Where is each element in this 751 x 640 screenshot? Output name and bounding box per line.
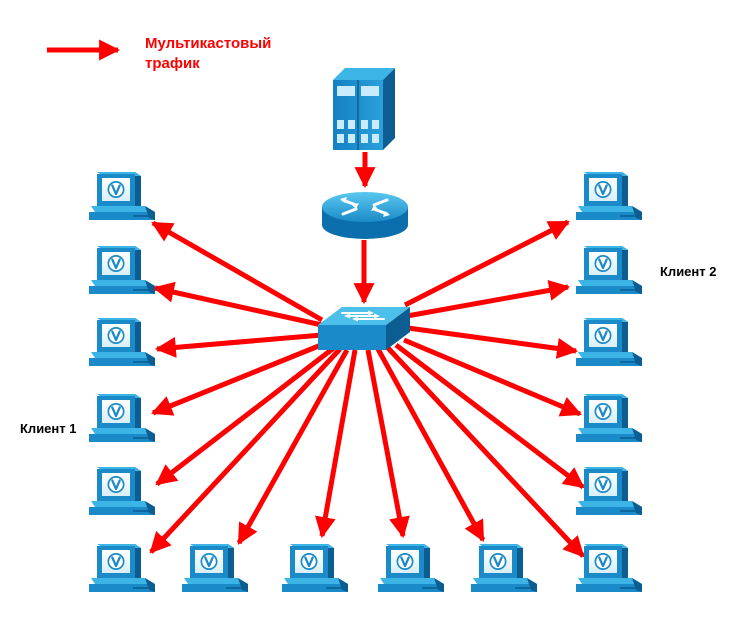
workstation-icon	[574, 465, 644, 517]
workstation-icon	[180, 542, 250, 594]
workstation-icon	[574, 170, 644, 222]
workstation-icon	[574, 392, 644, 444]
workstation-icon	[87, 542, 157, 594]
workstation-icon	[376, 542, 446, 594]
client-2-label: Клиент 2	[660, 264, 717, 279]
workstation-icon	[280, 542, 350, 594]
legend-label-line2: трафик	[145, 55, 200, 72]
workstation-icon	[469, 542, 539, 594]
server-icon	[333, 68, 395, 150]
workstation-icon	[574, 244, 644, 296]
workstation-icon	[87, 316, 157, 368]
multicast-arrows	[149, 219, 585, 558]
switch-icon	[318, 307, 410, 350]
workstation-icon	[87, 392, 157, 444]
legend-label-line1: Мультикастовый	[145, 35, 272, 52]
workstation-icon	[87, 244, 157, 296]
workstation-icon	[574, 316, 644, 368]
legend-label: Мультикастовый трафик	[145, 34, 271, 74]
client-1-label: Клиент 1	[20, 421, 77, 436]
workstation-icon	[574, 542, 644, 594]
workstation-icon	[87, 170, 157, 222]
router-icon	[322, 192, 408, 239]
workstation-icon	[87, 465, 157, 517]
